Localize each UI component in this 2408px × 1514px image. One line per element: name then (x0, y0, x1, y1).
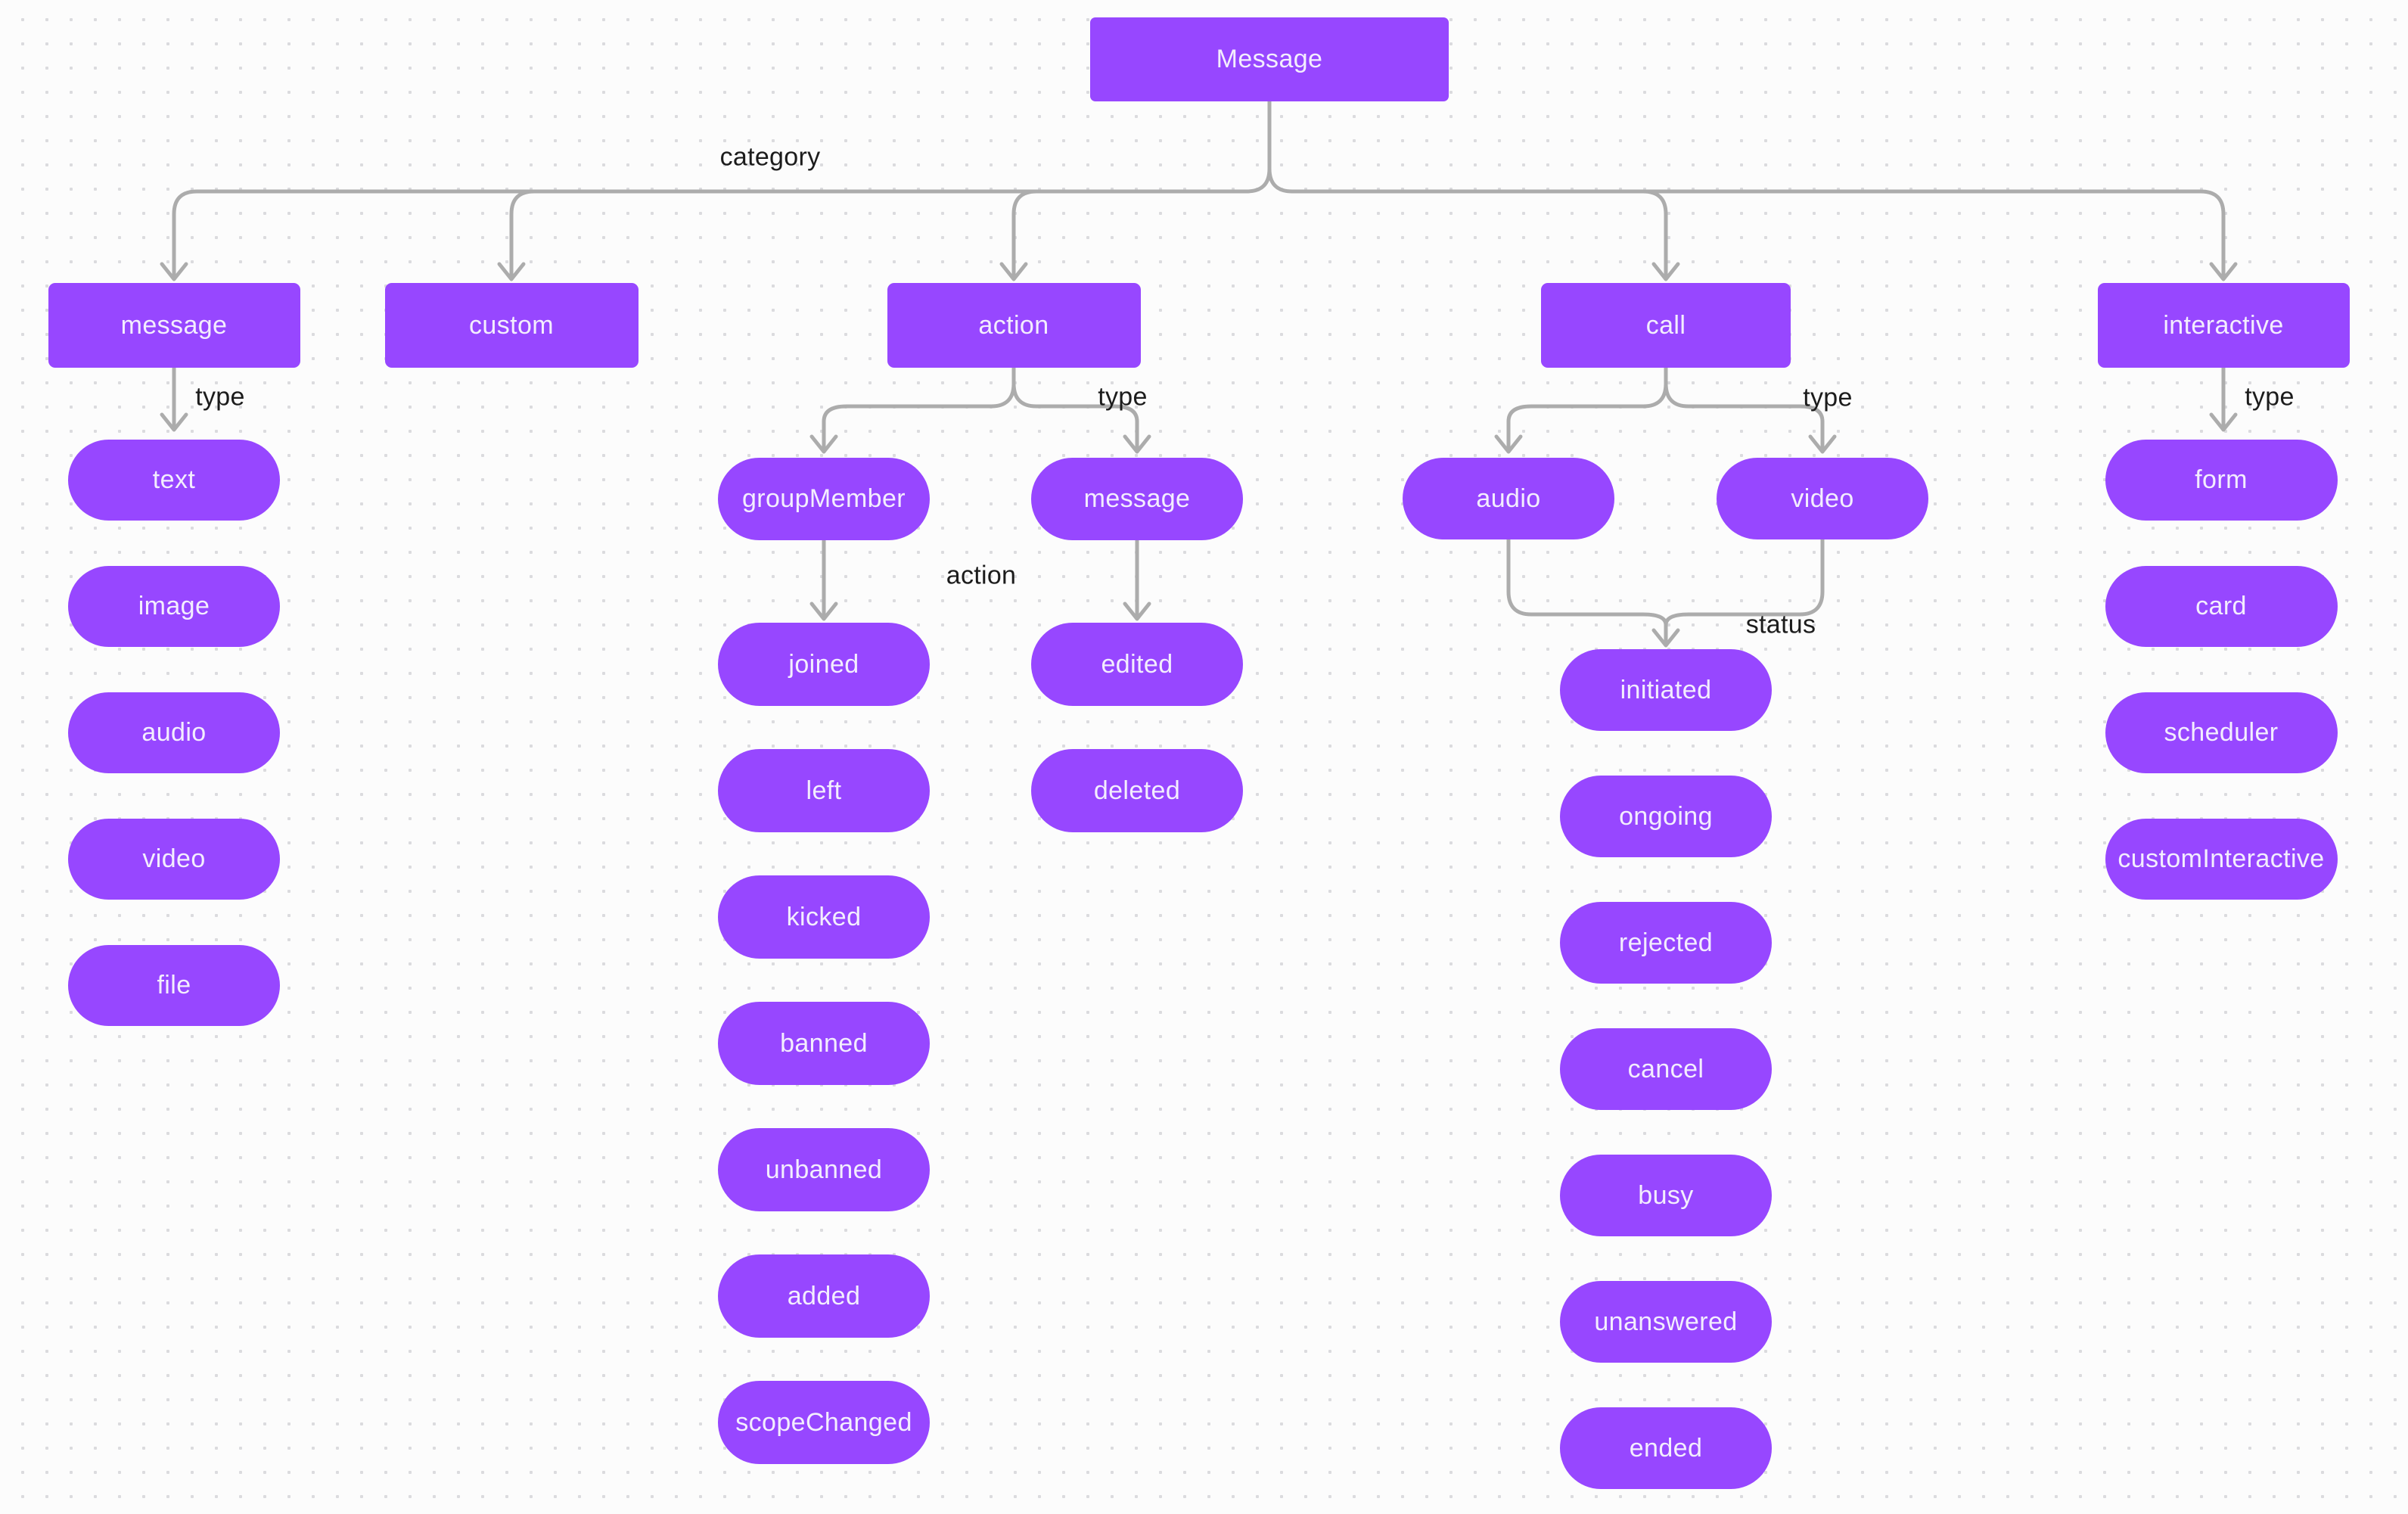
node-busy[interactable]: busy (1560, 1155, 1772, 1236)
edge-label-type_call: type (1803, 383, 1853, 412)
node-left[interactable]: left (718, 749, 930, 832)
node-rejected[interactable]: rejected (1560, 902, 1772, 984)
edge-label-type_interactive: type (2245, 382, 2295, 412)
node-image[interactable]: image (68, 566, 280, 647)
node-customInteractive[interactable]: customInteractive (2105, 819, 2338, 900)
edge-groupmember-to-joined (809, 538, 838, 621)
edge-label-type_message: type (195, 382, 245, 412)
node-added[interactable]: added (718, 1254, 930, 1338)
node-text[interactable]: text (68, 440, 280, 521)
edge-root-to-call (1641, 189, 1680, 281)
edge-merge-to-initiated (1651, 621, 1680, 648)
node-unanswered[interactable]: unanswered (1560, 1281, 1772, 1363)
edge-root-to-action (999, 189, 1039, 281)
node-scopeChanged[interactable]: scopeChanged (718, 1381, 930, 1464)
edge-label-action: action (946, 561, 1017, 590)
edge-message2-to-edited (1123, 538, 1151, 621)
node-call[interactable]: call (1541, 283, 1791, 368)
node-custom[interactable]: custom (384, 283, 639, 368)
node-kicked[interactable]: kicked (718, 875, 930, 959)
node-video2[interactable]: video (1717, 458, 1928, 539)
edge-root-to-message (160, 99, 1272, 281)
node-video[interactable]: video (68, 819, 280, 900)
node-unbanned[interactable]: unbanned (718, 1128, 930, 1211)
node-audio2[interactable]: audio (1403, 458, 1614, 539)
node-cancel[interactable]: cancel (1560, 1028, 1772, 1110)
node-initiated[interactable]: initiated (1560, 649, 1772, 731)
edge-root-to-custom (497, 189, 536, 281)
edge-label-type_action: type (1098, 382, 1148, 412)
node-message[interactable]: message (48, 283, 300, 368)
edge-interactive-to-form (2209, 365, 2238, 432)
edge-video-merge (1664, 537, 1825, 627)
node-ended[interactable]: ended (1560, 1407, 1772, 1489)
node-scheduler[interactable]: scheduler (2105, 692, 2338, 773)
node-deleted[interactable]: deleted (1031, 749, 1243, 832)
edge-label-status: status (1745, 610, 1816, 639)
node-root[interactable]: Message (1090, 17, 1449, 101)
node-interactive[interactable]: interactive (2097, 283, 2350, 368)
node-action[interactable]: action (887, 283, 1141, 368)
node-banned[interactable]: banned (718, 1002, 930, 1085)
node-ongoing[interactable]: ongoing (1560, 776, 1772, 857)
node-groupMember[interactable]: groupMember (718, 458, 930, 540)
edge-message-to-text (160, 365, 188, 432)
edge-action-to-message (1011, 365, 1151, 454)
node-joined[interactable]: joined (718, 623, 930, 706)
edge-call-to-audio (1494, 365, 1668, 454)
node-audio[interactable]: audio (68, 692, 280, 773)
edge-label-category: category (719, 142, 821, 172)
edge-root-to-interactive (1267, 99, 2238, 281)
node-message2[interactable]: message (1031, 458, 1243, 540)
node-edited[interactable]: edited (1031, 623, 1243, 706)
edge-action-to-groupmember (809, 365, 1016, 454)
edge-call-to-video (1664, 365, 1837, 454)
edge-audio-merge (1506, 537, 1668, 627)
node-form[interactable]: form (2105, 440, 2338, 521)
node-card[interactable]: card (2105, 566, 2338, 647)
node-file[interactable]: file (68, 945, 280, 1026)
